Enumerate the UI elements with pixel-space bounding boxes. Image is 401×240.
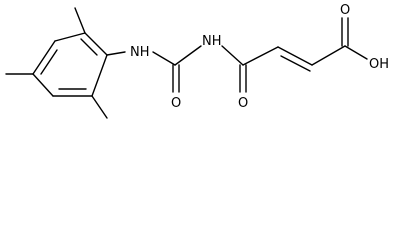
molecule-drawing: NH NH O O O OH [5,3,389,119]
nh-right-label: NH [202,34,222,49]
amide-to-alkene-bond [242,46,279,66]
acid-carbonyl-oxygen-label: O [340,3,350,18]
nh-left-label: NH [130,45,150,60]
methyl-bottom-bond [91,95,108,119]
nh-to-urea-carbon-bond [152,51,176,66]
ring-bond-c4-c5 [32,73,54,97]
ring-double-bond-1 [80,38,98,56]
acid-hydroxyl-label: OH [369,57,389,72]
ring-bond-c1-c2 [84,32,108,56]
structure-canvas: NH NH O O O OH [5,3,389,119]
acid-carbon-to-hydroxyl-bond [344,45,368,60]
mesityl-ring [32,32,108,97]
ring-bond-c6-c1 [91,54,108,97]
methyl-top-bond [74,7,86,34]
acid-chain [242,17,368,72]
alkene-to-acid-carbon-bond [311,45,346,66]
amide-oxygen-label: O [238,96,248,111]
urea-carbon-to-nh-bond [174,45,202,66]
alkene-bond-b [280,55,311,72]
ring-bond-c2-c3 [54,32,86,42]
ring-bond-c3-c4 [32,40,56,75]
alkene-bond-a [277,46,313,66]
methyl-groups [5,7,108,119]
nh-to-amide-carbon-bond [221,45,244,66]
urea-chain [106,45,247,93]
ring-double-bond-2 [40,49,58,75]
ring-to-nh-bond [106,51,126,56]
urea-oxygen-label: O [171,96,181,111]
